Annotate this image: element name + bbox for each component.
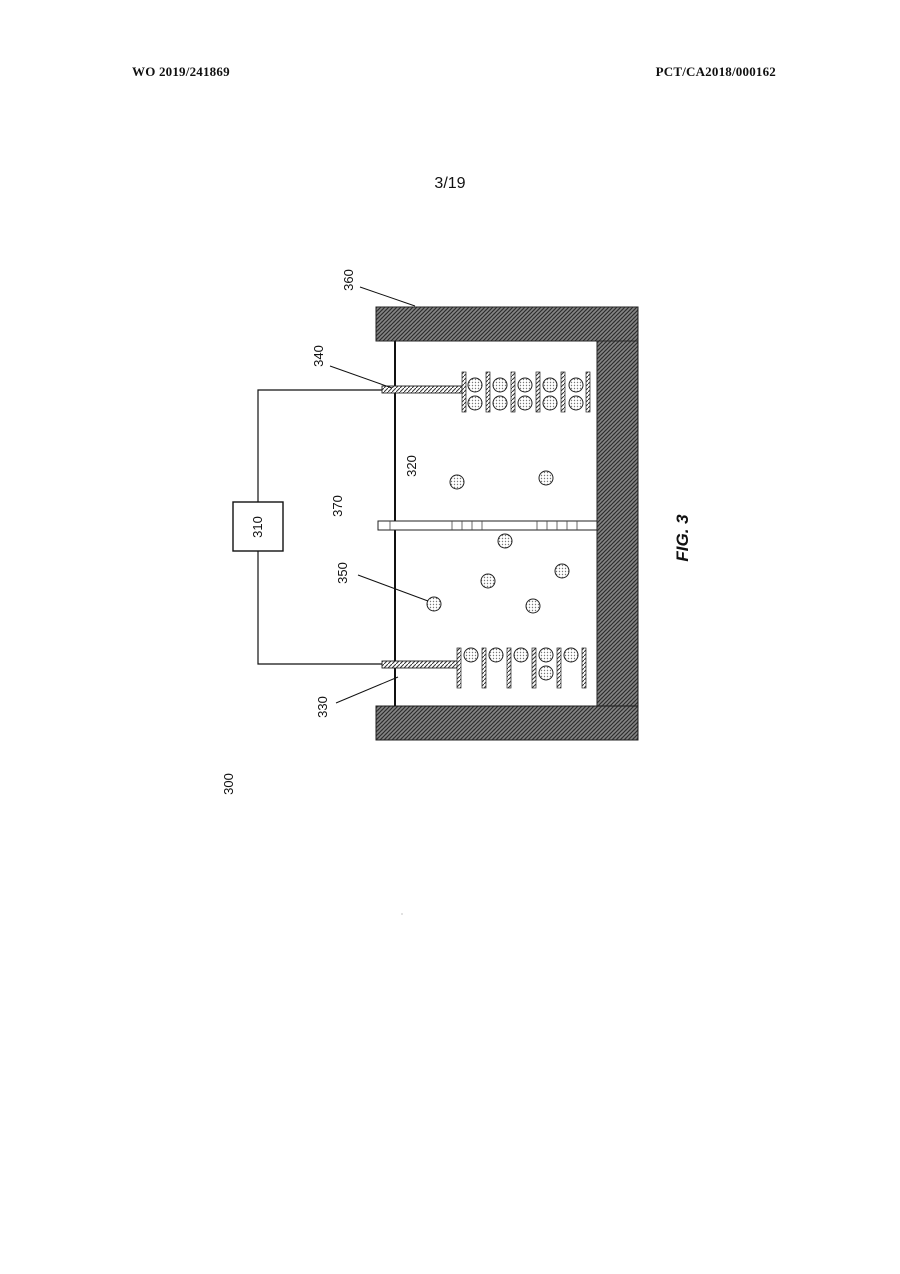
label-370: 370 bbox=[330, 495, 345, 517]
leader-lines bbox=[330, 287, 428, 703]
electrode-330 bbox=[382, 661, 460, 668]
scan-speck bbox=[401, 913, 402, 914]
label-350: 350 bbox=[335, 562, 350, 584]
label-360: 360 bbox=[341, 269, 356, 291]
separator-370 bbox=[378, 521, 597, 530]
label-340: 340 bbox=[311, 345, 326, 367]
electrode-340 bbox=[382, 386, 462, 393]
figure-caption: FIG. 3 bbox=[673, 514, 692, 562]
label-330: 330 bbox=[315, 696, 330, 718]
label-310: 310 bbox=[250, 516, 265, 538]
label-320: 320 bbox=[404, 455, 419, 477]
ions-at-340 bbox=[468, 378, 583, 410]
free-ions bbox=[427, 471, 569, 613]
label-300: 300 bbox=[221, 773, 236, 795]
